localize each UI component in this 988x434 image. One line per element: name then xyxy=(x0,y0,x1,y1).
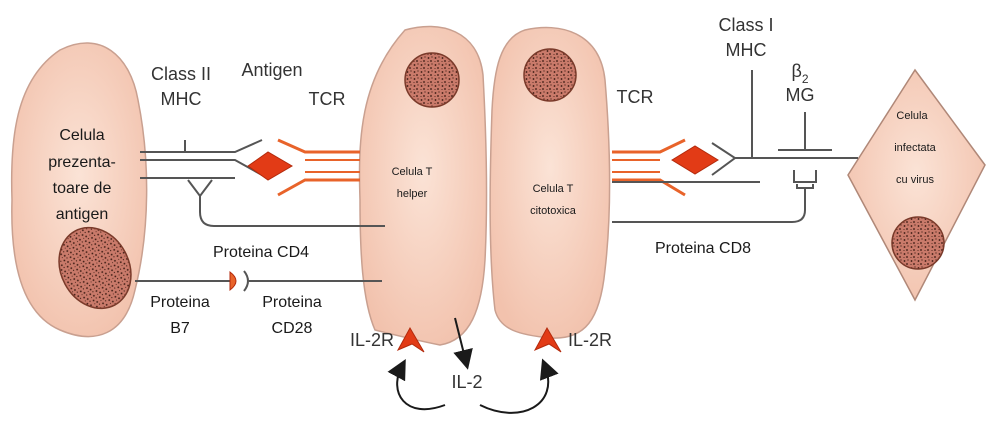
t-helper-cell xyxy=(358,25,488,346)
th-label-line1: Celula T xyxy=(392,166,433,178)
receptor-arrow-icon xyxy=(396,326,425,353)
apc-label-line3: toare de xyxy=(53,180,112,197)
receptor-arrow-icon xyxy=(533,326,562,353)
apc-label-line2: prezenta- xyxy=(48,154,116,171)
cd28-label-line2: CD28 xyxy=(272,320,313,337)
il2-paracrine-arrow xyxy=(479,358,559,414)
tcr-right-label: TCR xyxy=(617,87,654,107)
class-i-mhc-molecule xyxy=(711,70,858,176)
beta2-subscript: 2 xyxy=(802,72,809,86)
cd8-label: Proteina CD8 xyxy=(655,240,751,257)
beta2-label: β2 xyxy=(791,61,808,86)
il2-label: IL-2 xyxy=(451,372,482,392)
cytotoxic-t-cell xyxy=(489,26,611,339)
tcr-left xyxy=(277,138,360,197)
tcr-right xyxy=(612,138,686,197)
beta2-microglobulin xyxy=(778,112,832,151)
class1-label-line1: Class I xyxy=(718,15,773,35)
cd4-label: Proteina CD4 xyxy=(213,244,309,261)
apc-label-line4: antigen xyxy=(56,206,109,223)
cd4-protein xyxy=(140,177,385,227)
antigen-label: Antigen xyxy=(241,60,302,80)
class-ii-mhc-molecule xyxy=(140,139,263,176)
mg-label: MG xyxy=(786,85,815,105)
tcr-left-label: TCR xyxy=(309,89,346,109)
infected-label-line1: Celula xyxy=(896,110,928,122)
apc-label-line1: Celula xyxy=(59,127,104,144)
tc-label-line1: Celula T xyxy=(533,183,574,195)
cd28-receptor xyxy=(243,270,249,292)
cd28-label-line1: Proteina xyxy=(262,294,322,311)
nucleus-icon xyxy=(891,216,945,270)
nucleus-icon xyxy=(58,226,132,310)
il2r-left-label: IL-2R xyxy=(350,330,394,350)
class2-label-line1: Class II xyxy=(151,64,211,84)
th-label-line2: helper xyxy=(397,188,428,200)
il2r-right-label: IL-2R xyxy=(568,330,612,350)
infected-label-line3: cu virus xyxy=(896,174,934,186)
beta2-symbol: β xyxy=(791,61,801,81)
class2-label-line2: MHC xyxy=(161,89,202,109)
b7-label-line2: B7 xyxy=(170,320,190,337)
class1-label-line2: MHC xyxy=(726,40,767,60)
antigen-diamond-icon xyxy=(671,145,719,175)
antigen-diamond-icon xyxy=(247,151,293,181)
b7-cap xyxy=(229,270,237,292)
il2-secretion-arrow xyxy=(453,317,473,370)
nucleus-icon xyxy=(523,48,577,102)
cd8-protein xyxy=(612,170,817,223)
infected-label-line2: infectata xyxy=(894,142,936,154)
il2-autocrine-arrow xyxy=(387,358,446,411)
nucleus-icon xyxy=(404,52,460,108)
tc-label-line2: citotoxica xyxy=(530,205,577,217)
virus-infected-cell xyxy=(847,68,986,302)
b7-label-line1: Proteina xyxy=(150,294,210,311)
